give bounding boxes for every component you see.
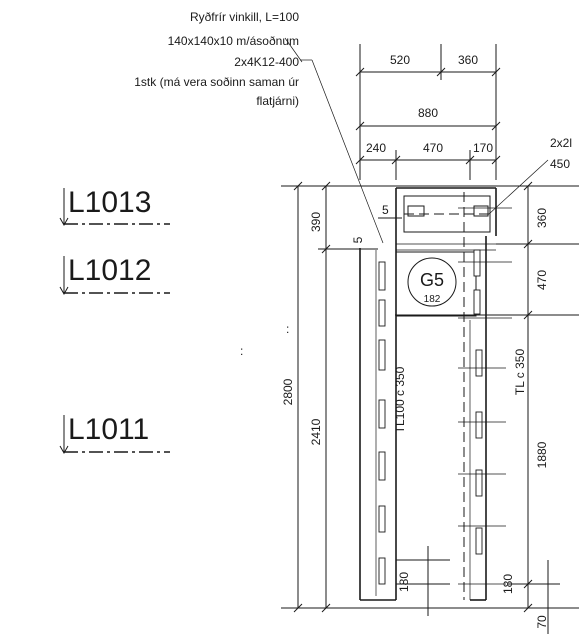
side-note: 2x2l 450 — [488, 136, 572, 215]
rebar-bar — [475, 411, 483, 439]
dim-tick — [491, 155, 501, 165]
dim-70: 70 — [535, 615, 549, 629]
label-tl: TL c 350 — [513, 349, 527, 396]
dim-170: 170 — [473, 141, 493, 155]
element-tag-g5: G5 182 — [407, 257, 457, 307]
tag-number: 182 — [424, 294, 441, 305]
rebar-left — [378, 261, 386, 585]
section-arrow — [59, 445, 69, 455]
side-note-leader — [488, 159, 549, 215]
dim-tick — [355, 155, 365, 165]
dim-tick — [523, 603, 533, 613]
material-note: Ryðfrír vinkill, L=100 140x140x10 m/ásoð… — [134, 10, 384, 244]
dim-tick — [321, 181, 331, 191]
dim-tick — [355, 67, 365, 77]
dim-470: 470 — [423, 141, 443, 155]
rebar-bar — [378, 339, 386, 371]
dim-tick — [465, 155, 475, 165]
leader-line-2 — [284, 37, 303, 63]
rebar-bar — [378, 451, 386, 481]
level-lines — [281, 185, 579, 609]
label-tl100: TL100 c 350 — [393, 366, 407, 433]
note-line-1: Ryðfrír vinkill, L=100 — [190, 10, 299, 24]
dim-tick — [355, 121, 365, 131]
section-arrow — [59, 286, 69, 296]
note-line-4: 1stk (má vera soðinn saman úr — [134, 75, 299, 89]
dim-tick — [491, 121, 501, 131]
section-marker-l1013: L1013 — [59, 186, 170, 227]
dim-180-right: 180 — [501, 574, 515, 594]
dim-tick — [293, 181, 303, 191]
dim-tick — [523, 181, 533, 191]
speck: : — [240, 344, 243, 358]
side-note-line-2: 450 — [550, 157, 570, 171]
dim-tick — [491, 67, 501, 77]
angle-bracket — [473, 205, 489, 217]
section-label: L1012 — [68, 254, 151, 287]
rebar-right — [473, 249, 483, 555]
angle-bracket — [407, 205, 425, 217]
dim-tick — [391, 155, 401, 165]
dim-5-side: 5 — [351, 236, 365, 243]
note-line-5: flatjárni) — [256, 94, 299, 108]
leader-line — [311, 59, 384, 244]
ties — [458, 207, 512, 585]
header-box — [403, 195, 491, 233]
rebar-bar — [473, 289, 481, 315]
speck: : — [286, 322, 289, 336]
dim-1880: 1880 — [535, 441, 549, 468]
rebar-bar — [378, 399, 386, 429]
rebar-bar — [378, 557, 386, 585]
wall-section — [359, 187, 497, 601]
tag-name: G5 — [420, 270, 444, 290]
beam-box — [395, 251, 477, 317]
rebar-bar — [473, 249, 481, 277]
right-dimensions: 360 470 1880 180 70 — [496, 181, 579, 634]
dim-tick — [321, 603, 331, 613]
section-marker-l1012: L1012 — [59, 254, 170, 296]
inner-labels: TL100 c 350 TL c 350 180 — [393, 349, 527, 616]
rebar-bar — [475, 469, 483, 497]
dim-360: 360 — [458, 53, 478, 67]
dim-240: 240 — [366, 141, 386, 155]
tag-circle — [407, 257, 457, 307]
note-line-2: 140x140x10 m/ásoðnum — [168, 34, 299, 48]
dim-5-top: 5 — [382, 203, 389, 217]
side-note-line-1: 2x2l — [550, 136, 572, 150]
rebar-bar — [475, 349, 483, 377]
left-dimensions: 2800 390 2410 5 5 — [281, 181, 402, 613]
dim-390: 390 — [309, 212, 323, 232]
specks: : : — [240, 322, 289, 358]
top-dimensions: 520 360 880 240 470 170 — [355, 44, 501, 180]
section-marker-l1011: L1011 — [59, 413, 170, 455]
section-label: L1011 — [68, 413, 149, 446]
section-arrow — [59, 217, 69, 227]
rebar-bar — [378, 261, 386, 291]
dim-360-right: 360 — [535, 208, 549, 228]
dim-tick — [436, 67, 446, 77]
dim-2410: 2410 — [309, 418, 323, 445]
dim-tick — [523, 310, 533, 320]
rebar-bar — [378, 505, 386, 533]
dim-tick — [293, 603, 303, 613]
dim-520: 520 — [390, 53, 410, 67]
section-label: L1013 — [68, 186, 151, 219]
dim-470-right: 470 — [535, 270, 549, 290]
dim-880: 880 — [418, 106, 438, 120]
dim-2800: 2800 — [281, 378, 295, 405]
rebar-bar — [475, 527, 483, 555]
dim-180-left: 180 — [397, 572, 411, 592]
rebar-bar — [378, 299, 386, 327]
note-line-3: 2x4K12-400 — [234, 55, 299, 69]
